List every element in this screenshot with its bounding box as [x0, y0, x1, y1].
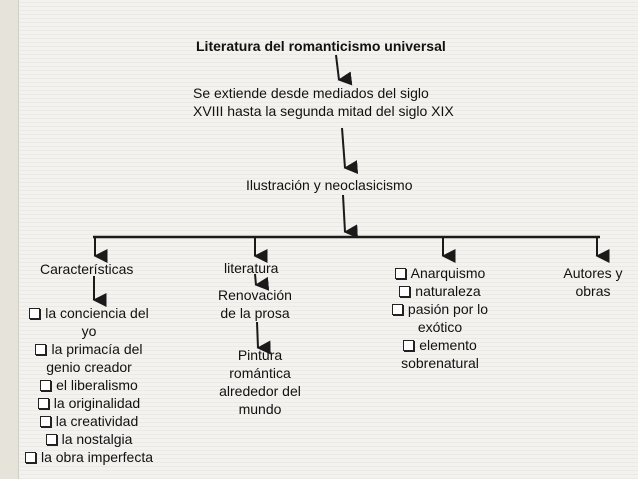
pintura-line-2: romántica — [229, 365, 291, 381]
temas-list: Anarquismo naturaleza pasión por lo exót… — [370, 264, 510, 372]
caracteristicas-heading: Características — [40, 261, 134, 277]
list-item: la primacía del — [4, 340, 174, 358]
list-item: genio creador — [46, 359, 132, 375]
arrow-literatura-to-renovacion — [254, 273, 270, 291]
arrow-influence-to-bar — [342, 194, 358, 239]
checkbox-bullet-icon — [24, 452, 36, 463]
list-item: naturaleza — [370, 282, 510, 300]
caracteristicas-list: la conciencia del yo la primacía del gen… — [4, 304, 174, 466]
list-item: la creatividad — [4, 412, 174, 430]
literatura-heading: literatura — [224, 260, 279, 276]
arrow-title-to-period — [335, 54, 353, 86]
list-item: elemento — [370, 336, 510, 354]
period-description: Se extiende desde mediados del siglo XVI… — [193, 84, 454, 120]
arrow-renovacion-to-pintura — [256, 321, 271, 355]
pintura-line-3: alrededor del — [219, 383, 301, 399]
list-item: la obra imperfecta — [4, 448, 174, 466]
checkbox-bullet-icon — [391, 304, 403, 315]
list-item: yo — [81, 323, 97, 339]
list-item: pasión por lo — [370, 300, 510, 318]
list-item: sobrenatural — [401, 355, 479, 371]
checkbox-bullet-icon — [394, 268, 406, 279]
checkbox-bullet-icon — [403, 340, 415, 351]
checkbox-bullet-icon — [37, 398, 49, 409]
pintura-line-4: mundo — [238, 401, 282, 417]
checkbox-bullet-icon — [35, 344, 47, 355]
renovacion-line-2: de la prosa — [220, 305, 290, 321]
left-margin-stripe — [0, 0, 19, 479]
period-line-2: XVIII hasta la segunda mitad del siglo X… — [193, 103, 454, 119]
checkbox-bullet-icon — [45, 434, 57, 445]
arrow-period-to-influence — [341, 127, 359, 175]
pintura-line-1: Pintura — [237, 347, 283, 363]
checkbox-bullet-icon — [39, 416, 51, 427]
renovacion-line-1: Renovación — [218, 287, 292, 303]
checkbox-bullet-icon — [40, 380, 52, 391]
list-item: el liberalismo — [4, 376, 174, 394]
diagram-title: Literatura del romanticismo universal — [196, 38, 446, 54]
list-item: la nostalgia — [4, 430, 174, 448]
autores-line-1: Autores y — [563, 265, 623, 281]
autores-block: Autores y obras — [550, 264, 636, 300]
period-line-1: Se extiende desde mediados del siglo — [193, 85, 429, 101]
renovacion-block: Renovación de la prosa — [200, 286, 310, 322]
influence-label: Ilustración y neoclasicismo — [246, 177, 413, 193]
list-item: la originalidad — [4, 394, 174, 412]
list-item: exótico — [417, 319, 463, 335]
pintura-block: Pintura romántica alrededor del mundo — [200, 346, 320, 418]
checkbox-bullet-icon — [29, 308, 41, 319]
list-item: Anarquismo — [370, 264, 510, 282]
list-item: la conciencia del — [4, 304, 174, 322]
autores-line-2: obras — [575, 283, 611, 299]
checkbox-bullet-icon — [399, 286, 411, 297]
